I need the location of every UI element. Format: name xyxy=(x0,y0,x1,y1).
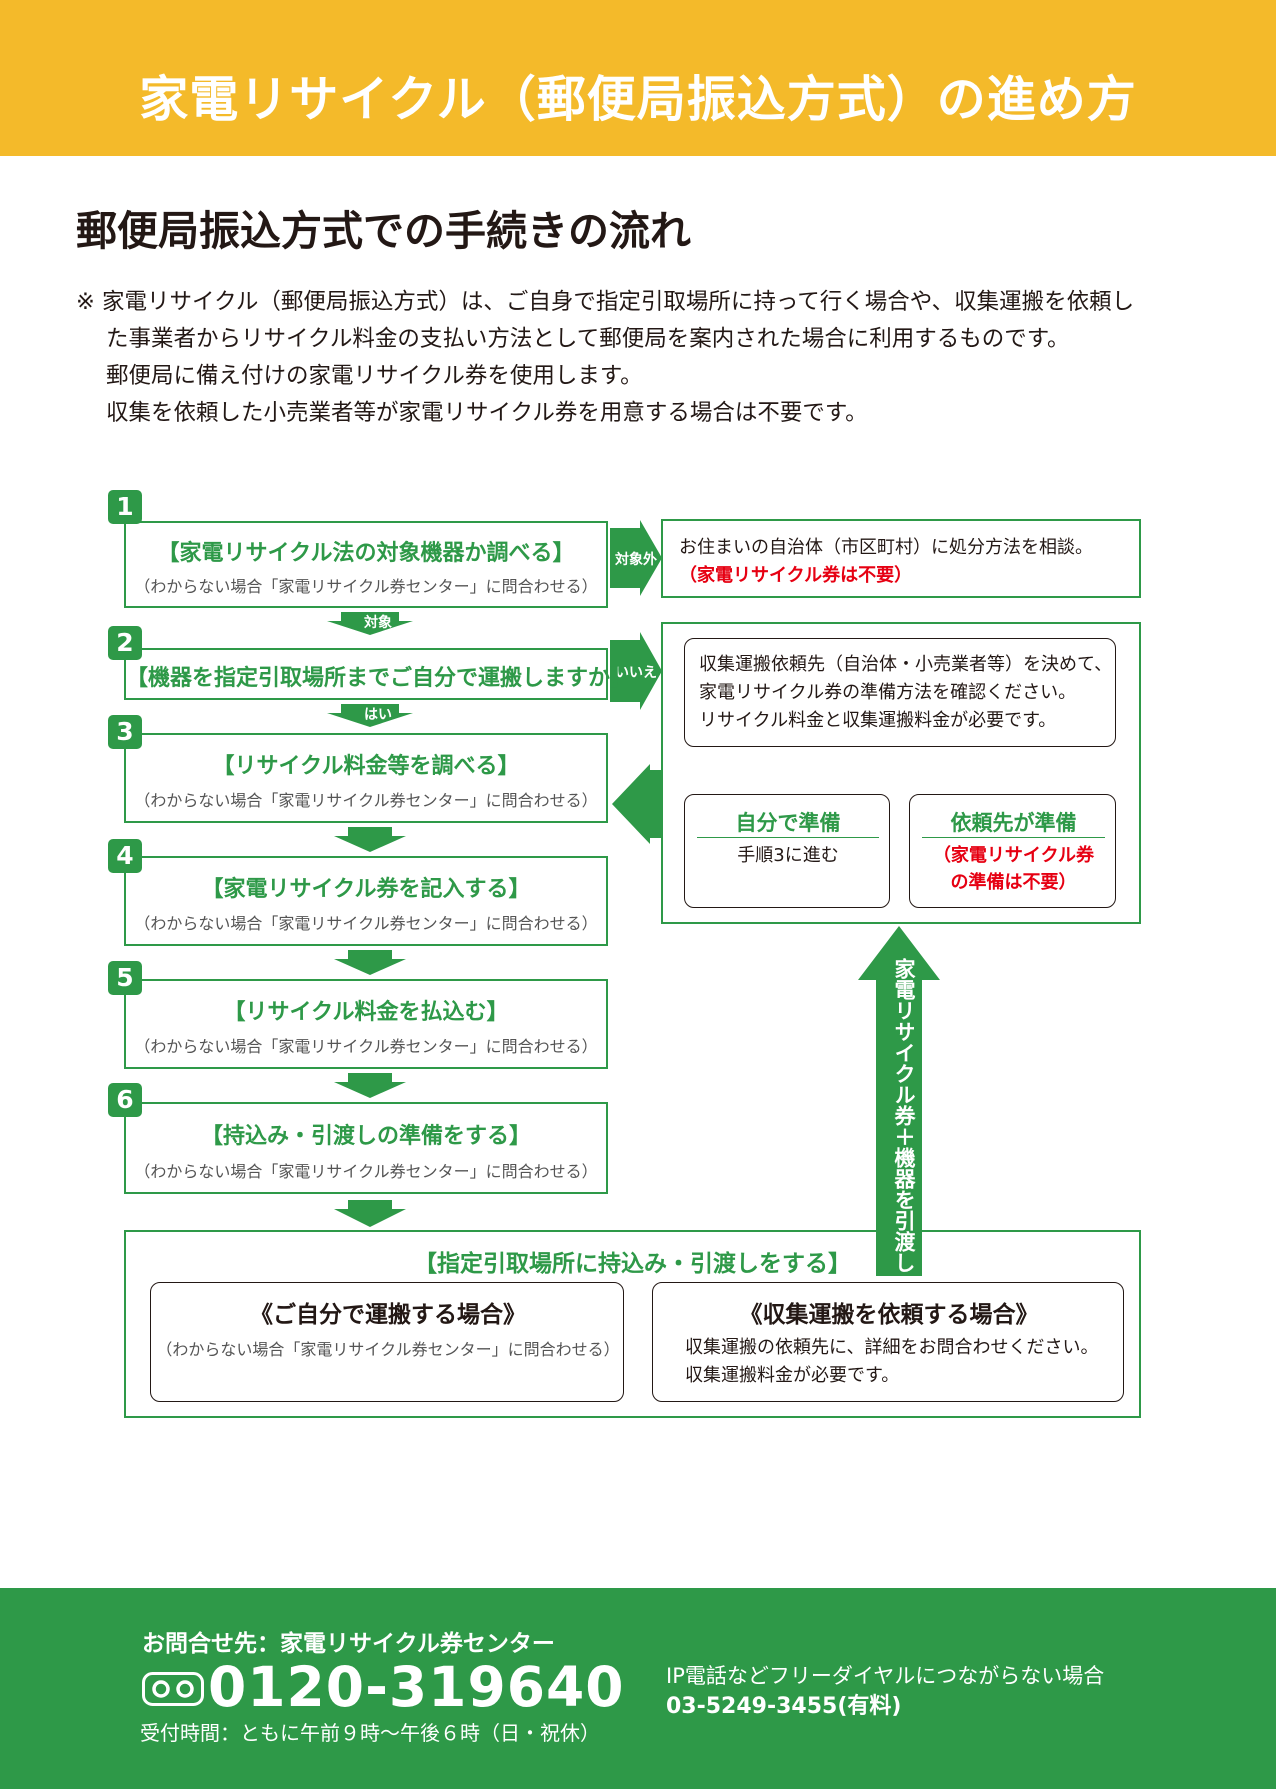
step-3-badge: 3 xyxy=(108,715,142,749)
step-3-box: 【リサイクル料金等を調べる】 （わからない場合「家電リサイクル券センター」に問合… xyxy=(124,733,608,823)
right-arrow-taishogai xyxy=(610,520,662,596)
up-arrow-shaft xyxy=(876,1220,922,1276)
collection-line-1: 収集運搬依頼先（自治体・小売業者等）を決めて、 xyxy=(699,654,1113,675)
self-prepare-sub: 手順3に進む xyxy=(737,845,839,866)
right-arrow-iie xyxy=(610,632,662,710)
step-1-badge: 1 xyxy=(108,490,142,524)
freedial-icon xyxy=(142,1672,204,1706)
step-4-title: 【家電リサイクル券を記入する】 xyxy=(201,877,531,902)
agent-prepare-title: 依頼先が準備 xyxy=(950,811,1077,835)
step-6-title: 【持込み・引渡しの準備をする】 xyxy=(200,1124,531,1149)
step-5-badge: 5 xyxy=(108,961,142,995)
note-text-1: 家電リサイクル（郵便局振込方式）は、ご自身で指定引取場所に持って行く場合や、収集… xyxy=(102,289,1135,315)
up-arrow xyxy=(858,926,940,1276)
request-transport-box: 《収集運搬を依頼する場合》 収集運搬の依頼先に、詳細をお問合わせください。 収集… xyxy=(652,1282,1124,1402)
step-4-badge: 4 xyxy=(108,839,142,873)
note-line-3: 郵便局に備え付けの家電リサイクル券を使用します。 xyxy=(106,363,643,389)
note-mark: ※ xyxy=(76,289,95,315)
label-taishogai: 対象外 xyxy=(615,552,657,568)
footer-phone[interactable]: 0120-319640 xyxy=(208,1655,625,1719)
down-arrow-6 xyxy=(334,1200,406,1227)
step-6-badge: 6 xyxy=(108,1083,142,1117)
step-6-box: 【持込み・引渡しの準備をする】 （わからない場合「家電リサイクル券センター」に問… xyxy=(124,1102,608,1194)
note-line-2: た事業者からリサイクル料金の支払い方法として郵便局を案内された場合に利用するもの… xyxy=(106,326,1070,352)
footer xyxy=(0,1588,1276,1789)
label-taisho: 対象 xyxy=(364,615,392,631)
down-arrow-5 xyxy=(334,1073,406,1098)
step-1-sub: （わからない場合「家電リサイクル券センター」に問合わせる） xyxy=(134,577,598,596)
request-transport-line-1: 収集運搬の依頼先に、詳細をお問合わせください。 xyxy=(685,1337,1099,1358)
step-4-sub: （わからない場合「家電リサイクル券センター」に問合わせる） xyxy=(134,914,598,933)
self-prepare-box: 自分で準備 手順3に進む xyxy=(684,794,890,908)
self-prepare-divider xyxy=(697,837,879,838)
self-transport-title: 《ご自分で運搬する場合》 xyxy=(250,1302,526,1328)
step-2-badge: 2 xyxy=(108,626,142,660)
agent-prepare-divider xyxy=(922,837,1105,838)
down-arrow-4 xyxy=(334,950,406,975)
agent-prepare-sub-1: （家電リサイクル券 xyxy=(932,845,1095,866)
outside-scope-panel: お住まいの自治体（市区町村）に処分方法を相談。 （家電リサイクル券は不要） xyxy=(661,519,1141,598)
step-2-title: 【機器を指定引取場所までご自分で運搬しますか】 xyxy=(126,666,633,691)
step-5-box: 【リサイクル料金を払込む】 （わからない場合「家電リサイクル券センター」に問合わ… xyxy=(124,979,608,1069)
page-title: 家電リサイクル（郵便局振込方式）の進め方 xyxy=(139,71,1137,128)
note-line-4: 収集を依頼した小売業者等が家電リサイクル券を用意する場合は不要です。 xyxy=(106,400,868,426)
collection-info-box: 収集運搬依頼先（自治体・小売業者等）を決めて、 家電リサイクル券の準備方法を確認… xyxy=(684,638,1116,747)
footer-contact: お問合せ先：家電リサイクル券センター xyxy=(142,1631,555,1657)
footer-alt-phone[interactable]: 03-5249-3455(有料) xyxy=(666,1694,902,1719)
self-prepare-title: 自分で準備 xyxy=(735,811,841,835)
step-5-sub: （わからない場合「家電リサイクル券センター」に問合わせる） xyxy=(134,1037,598,1056)
step-6-sub: （わからない場合「家電リサイクル券センター」に問合わせる） xyxy=(134,1162,598,1181)
step-3-sub: （わからない場合「家電リサイクル券センター」に問合わせる） xyxy=(134,791,598,810)
label-hai: はい xyxy=(364,707,392,723)
down-arrow-3 xyxy=(334,827,406,852)
label-iie: いいえ xyxy=(615,665,657,681)
outside-line-1: お住まいの自治体（市区町村）に処分方法を相談。 xyxy=(679,537,1093,558)
footer-ip-note: IP電話などフリーダイヤルにつながらない場合 xyxy=(666,1664,1105,1688)
step-3-title: 【リサイクル料金等を調べる】 xyxy=(212,754,520,779)
request-transport-line-2: 収集運搬料金が必要です。 xyxy=(685,1365,900,1386)
down-arrow-1 xyxy=(327,612,413,635)
request-transport-title: 《収集運搬を依頼する場合》 xyxy=(739,1302,1039,1328)
collection-line-2: 家電リサイクル券の準備方法を確認ください。 xyxy=(699,682,1077,703)
step-1-title: 【家電リサイクル法の対象機器か調べる】 xyxy=(157,541,575,566)
step-2-box: 【機器を指定引取場所までご自分で運搬しますか】 xyxy=(124,648,633,700)
up-arrow-label: 家電リサイクル券＋機器を引渡し xyxy=(892,958,916,1273)
footer-hours: 受付時間：ともに午前９時〜午後６時（日・祝休） xyxy=(140,1721,600,1745)
step-1-box: 【家電リサイクル法の対象機器か調べる】 （わからない場合「家電リサイクル券センタ… xyxy=(124,521,608,608)
outside-line-2: （家電リサイクル券は不要） xyxy=(679,565,913,586)
note-line-1: ※ 家電リサイクル（郵便局振込方式）は、ご自身で指定引取場所に持って行く場合や、… xyxy=(76,287,1134,317)
self-transport-sub: （わからない場合「家電リサイクル券センター」に問合わせる） xyxy=(156,1340,620,1359)
agent-prepare-box: 依頼先が準備 （家電リサイクル券 の準備は不要） xyxy=(909,794,1116,908)
section-title: 郵便局振込方式での手続きの流れ xyxy=(76,207,691,255)
collection-line-3: リサイクル料金と収集運搬料金が必要です。 xyxy=(699,710,1057,731)
agent-prepare-sub-2: の準備は不要） xyxy=(950,872,1077,893)
header-banner xyxy=(0,0,1276,156)
final-title: 【指定引取場所に持込み・引渡しをする】 xyxy=(414,1251,851,1277)
self-transport-box: 《ご自分で運搬する場合》 （わからない場合「家電リサイクル券センター」に問合わせ… xyxy=(150,1282,624,1402)
down-arrow-2 xyxy=(327,704,413,727)
step-5-title: 【リサイクル料金を払込む】 xyxy=(223,1000,509,1025)
step-4-box: 【家電リサイクル券を記入する】 （わからない場合「家電リサイクル券センター」に問… xyxy=(124,856,608,946)
